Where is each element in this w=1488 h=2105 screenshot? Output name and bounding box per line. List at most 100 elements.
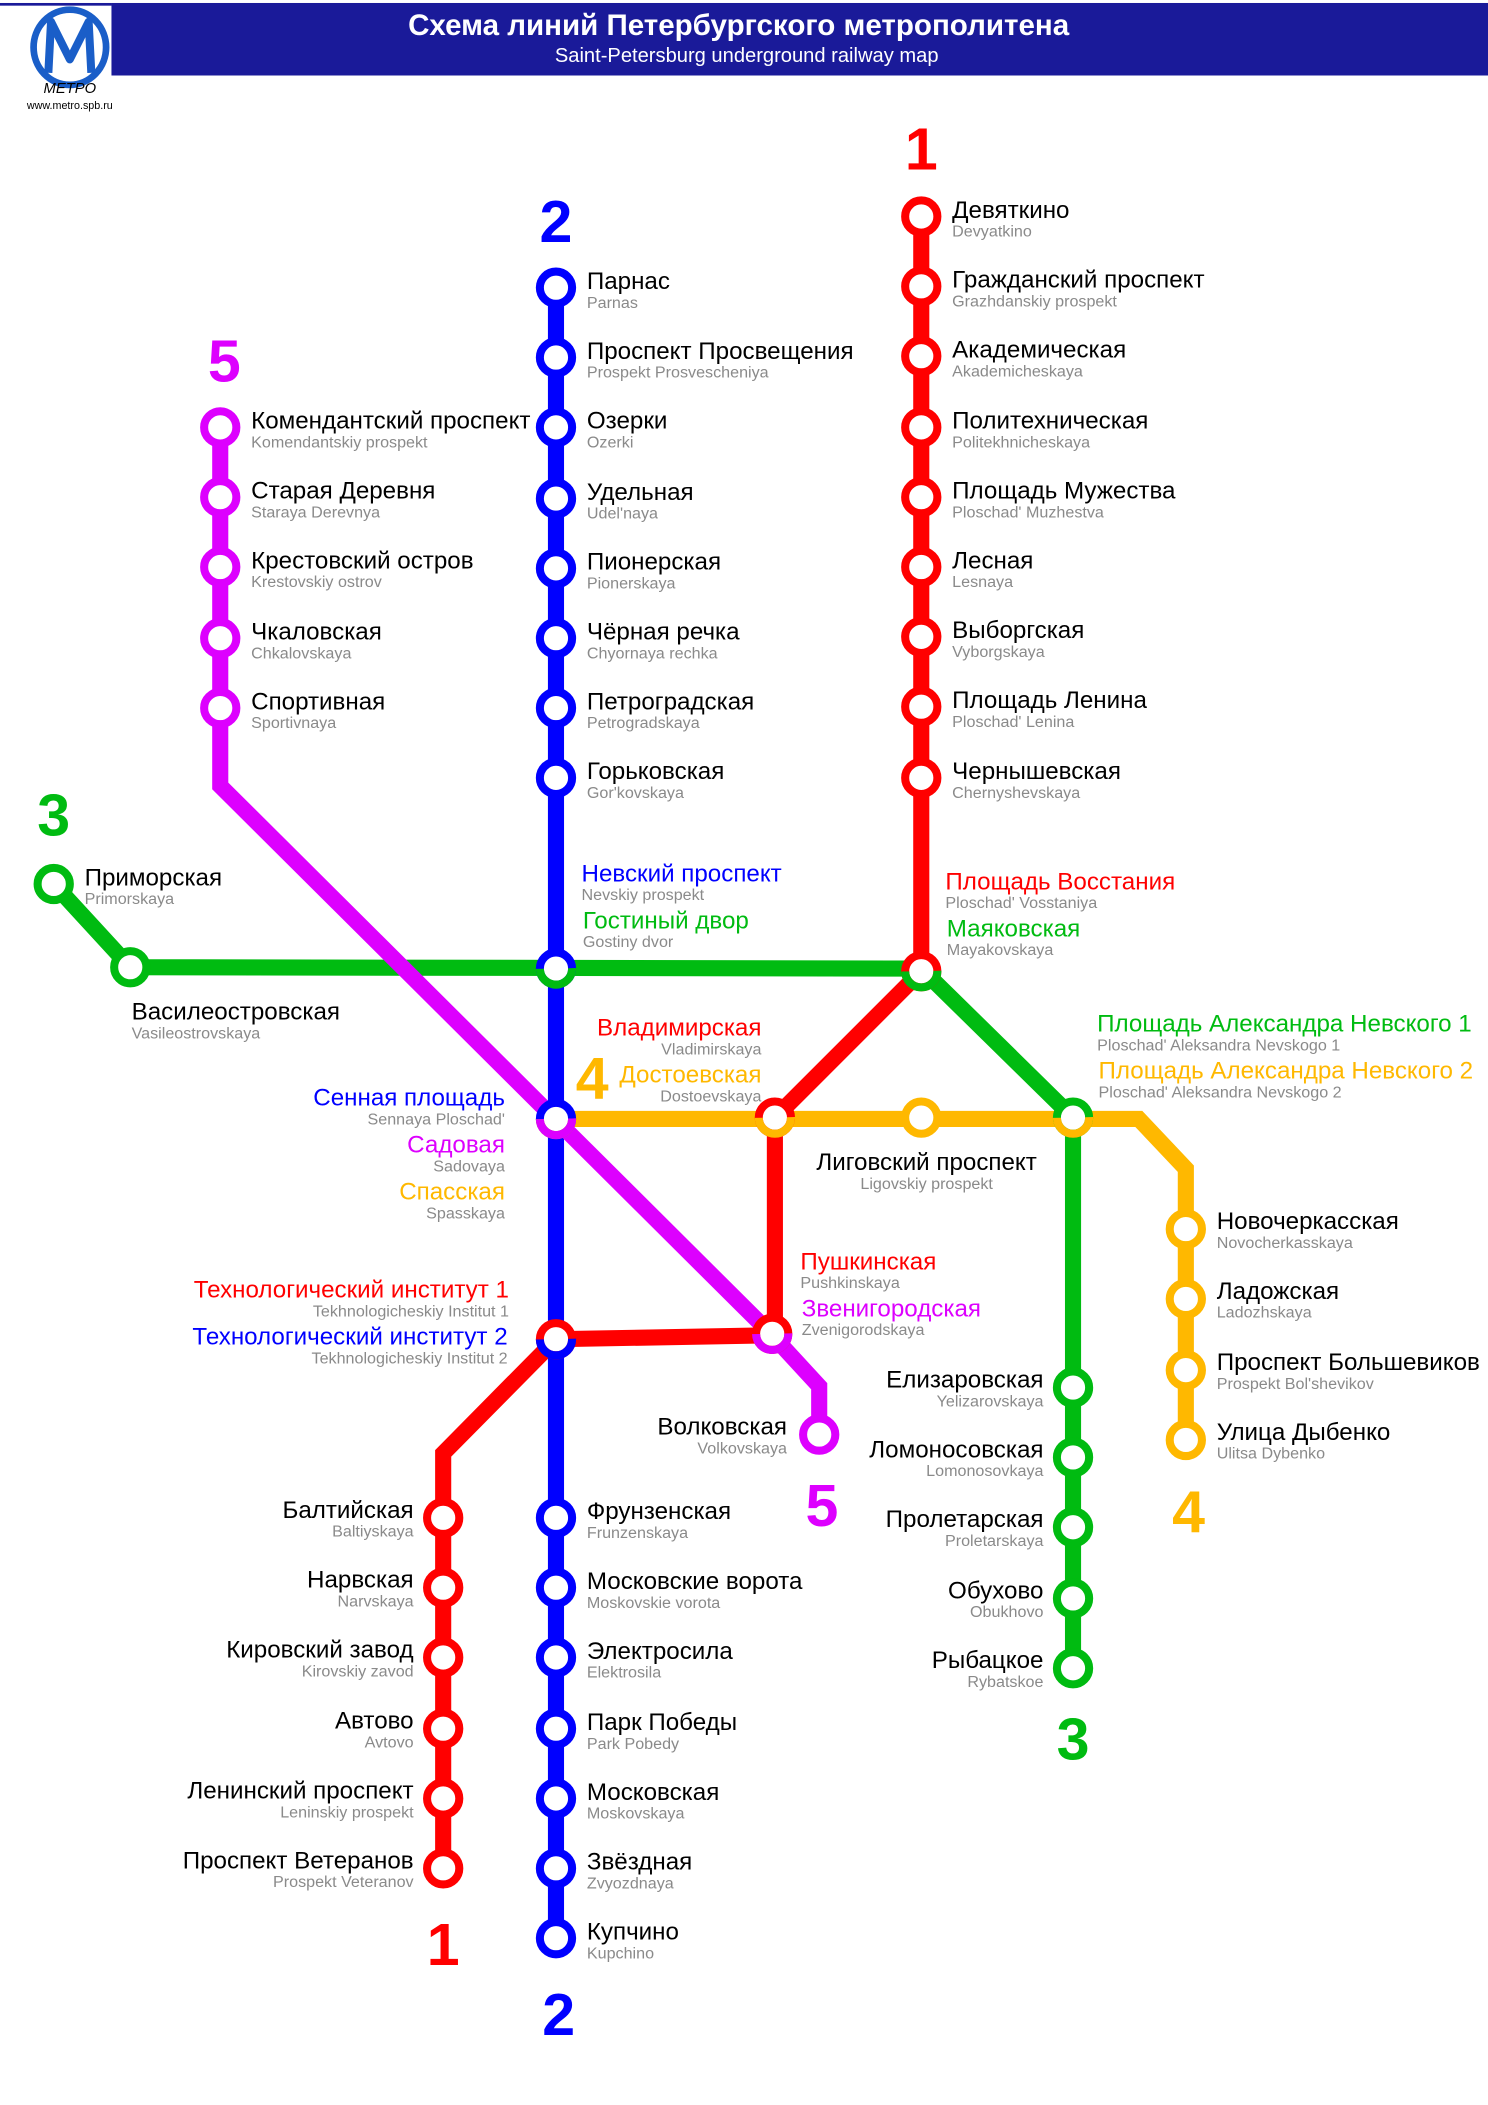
- transfer-node[interactable]: [754, 1097, 796, 1138]
- transfer-node[interactable]: [1052, 1097, 1094, 1138]
- transfer-node[interactable]: [535, 1098, 577, 1140]
- station-node[interactable]: [110, 947, 151, 988]
- station-node[interactable]: [901, 196, 942, 237]
- station-node[interactable]: [423, 1778, 464, 1819]
- station-node[interactable]: [535, 478, 577, 519]
- station-node[interactable]: [1052, 1648, 1094, 1689]
- station-node[interactable]: [901, 266, 942, 307]
- station-node[interactable]: [1165, 1349, 1206, 1391]
- station-node[interactable]: [33, 863, 74, 905]
- station-node[interactable]: [535, 1918, 577, 1959]
- station-node[interactable]: [1165, 1419, 1206, 1461]
- station-node[interactable]: [535, 1637, 577, 1678]
- station-node[interactable]: [535, 407, 577, 448]
- station-node[interactable]: [535, 1708, 577, 1749]
- station-node[interactable]: [799, 1414, 840, 1455]
- station-node[interactable]: [200, 477, 241, 518]
- station-node[interactable]: [901, 757, 942, 799]
- station-node[interactable]: [423, 1848, 464, 1889]
- station-label[interactable]: Технологический институт 2Tekhnologiches…: [192, 1324, 507, 1368]
- station-node[interactable]: [901, 336, 942, 377]
- station-node[interactable]: [901, 1097, 942, 1138]
- station-node[interactable]: [200, 546, 241, 588]
- station-node[interactable]: [200, 618, 241, 659]
- station-node[interactable]: [1052, 1578, 1094, 1619]
- station-node[interactable]: [1165, 1278, 1206, 1320]
- station-node[interactable]: [901, 616, 942, 657]
- station-node[interactable]: [535, 548, 577, 589]
- station-node[interactable]: [423, 1497, 464, 1538]
- transfer-node[interactable]: [901, 951, 942, 992]
- station-node[interactable]: [535, 1567, 577, 1608]
- transfer-node[interactable]: [535, 1319, 577, 1360]
- station-node[interactable]: [423, 1637, 464, 1678]
- station-node[interactable]: [901, 546, 942, 588]
- station-node[interactable]: [535, 1848, 577, 1889]
- station-node[interactable]: [200, 407, 241, 448]
- station-node[interactable]: [901, 477, 942, 518]
- station-node[interactable]: [423, 1708, 464, 1749]
- station-node[interactable]: [535, 687, 577, 729]
- metro-logo[interactable]: МЕТРО www.metro.spb.ru: [26, 6, 113, 112]
- station-node[interactable]: [901, 407, 942, 448]
- transfer-node[interactable]: [535, 948, 577, 989]
- station-node[interactable]: [535, 267, 577, 308]
- station-node[interactable]: [535, 1497, 577, 1538]
- station-node[interactable]: [535, 337, 577, 378]
- station-node[interactable]: [1052, 1507, 1094, 1548]
- station-node[interactable]: [535, 618, 577, 659]
- transfer-node[interactable]: [752, 1313, 793, 1354]
